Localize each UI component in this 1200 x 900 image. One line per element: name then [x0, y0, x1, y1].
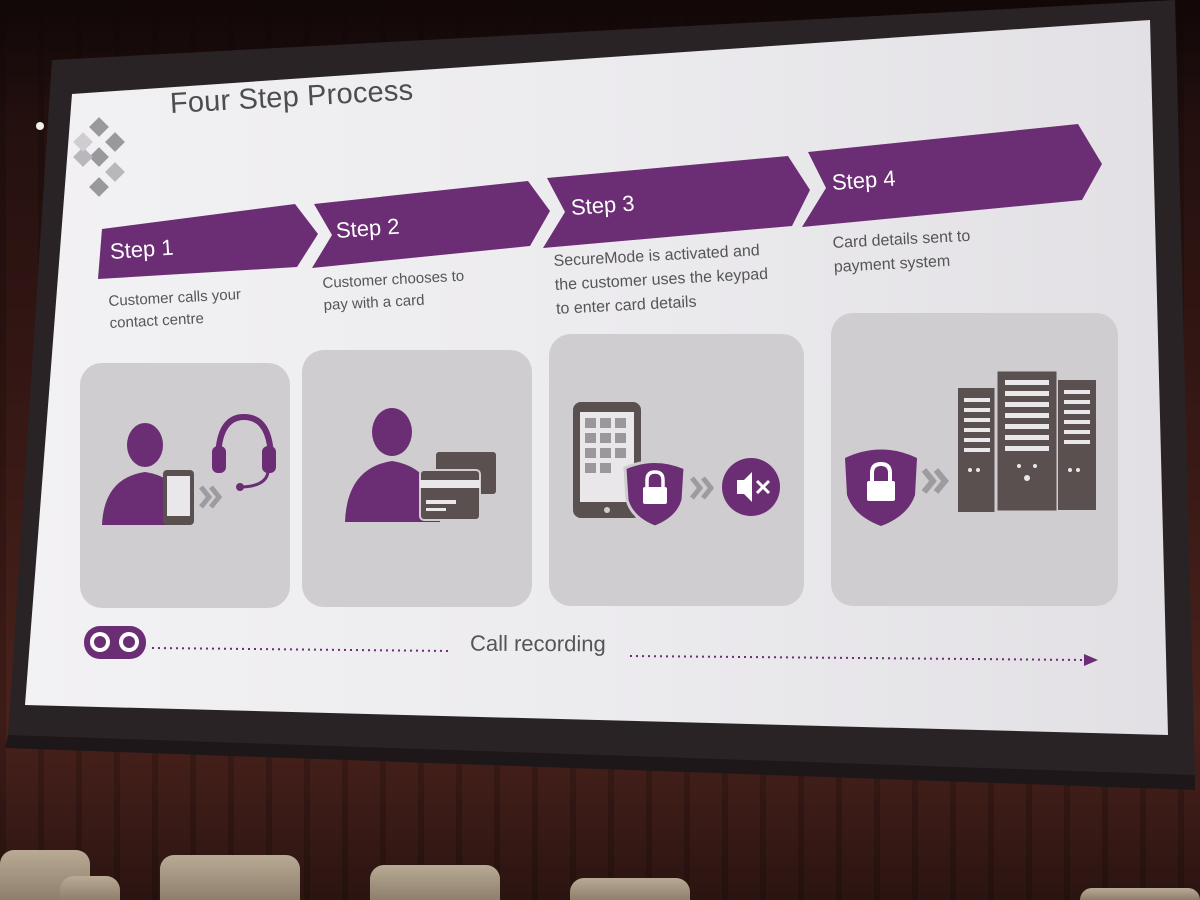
chevron-right-icon [199, 485, 223, 509]
ceiling-light [36, 122, 44, 130]
company-logo-icon [73, 117, 125, 197]
step-1-label: Step 1 [109, 234, 175, 264]
chevron-right-icon [690, 476, 715, 500]
step-4-description: Card details sent to payment system [832, 227, 971, 276]
lock-shield-icon [845, 449, 917, 526]
step-2-description: Customer chooses to pay with a card [322, 267, 465, 314]
step-2-arrow [312, 181, 550, 268]
auditorium-seat [1080, 888, 1200, 900]
auditorium-seat [570, 878, 690, 900]
tablet-keypad-icon [573, 402, 641, 518]
auditorium-seat [160, 855, 300, 900]
chevron-right-icon [921, 468, 949, 494]
dotted-line-right [629, 655, 1086, 661]
credit-card-icon [419, 452, 496, 521]
server-rack-icon [958, 368, 1096, 514]
lock-shield-icon [623, 460, 687, 529]
mute-speaker-icon [722, 458, 780, 516]
arrow-head-icon [1084, 654, 1098, 666]
person-icon [345, 408, 440, 522]
step-2-label: Step 2 [335, 213, 401, 243]
step-4-label: Step 4 [831, 165, 897, 195]
dotted-line-left [151, 647, 451, 652]
headset-icon [212, 413, 276, 491]
call-recording-label: Call recording [469, 630, 606, 657]
step-1-description: Customer calls your contact centre [108, 286, 242, 332]
screen-bottom-bar [5, 735, 1195, 790]
step-3-description: SecureMode is activated and the customer… [553, 242, 769, 318]
auditorium-seat [60, 876, 120, 900]
auditorium-seat [370, 865, 500, 900]
cassette-tape-icon [84, 626, 146, 659]
step-1-arrow [98, 204, 318, 279]
step-3-arrow [543, 156, 810, 248]
step-3-label: Step 3 [570, 190, 636, 220]
mobile-phone-icon [163, 470, 194, 525]
step-4-arrow [802, 124, 1102, 227]
